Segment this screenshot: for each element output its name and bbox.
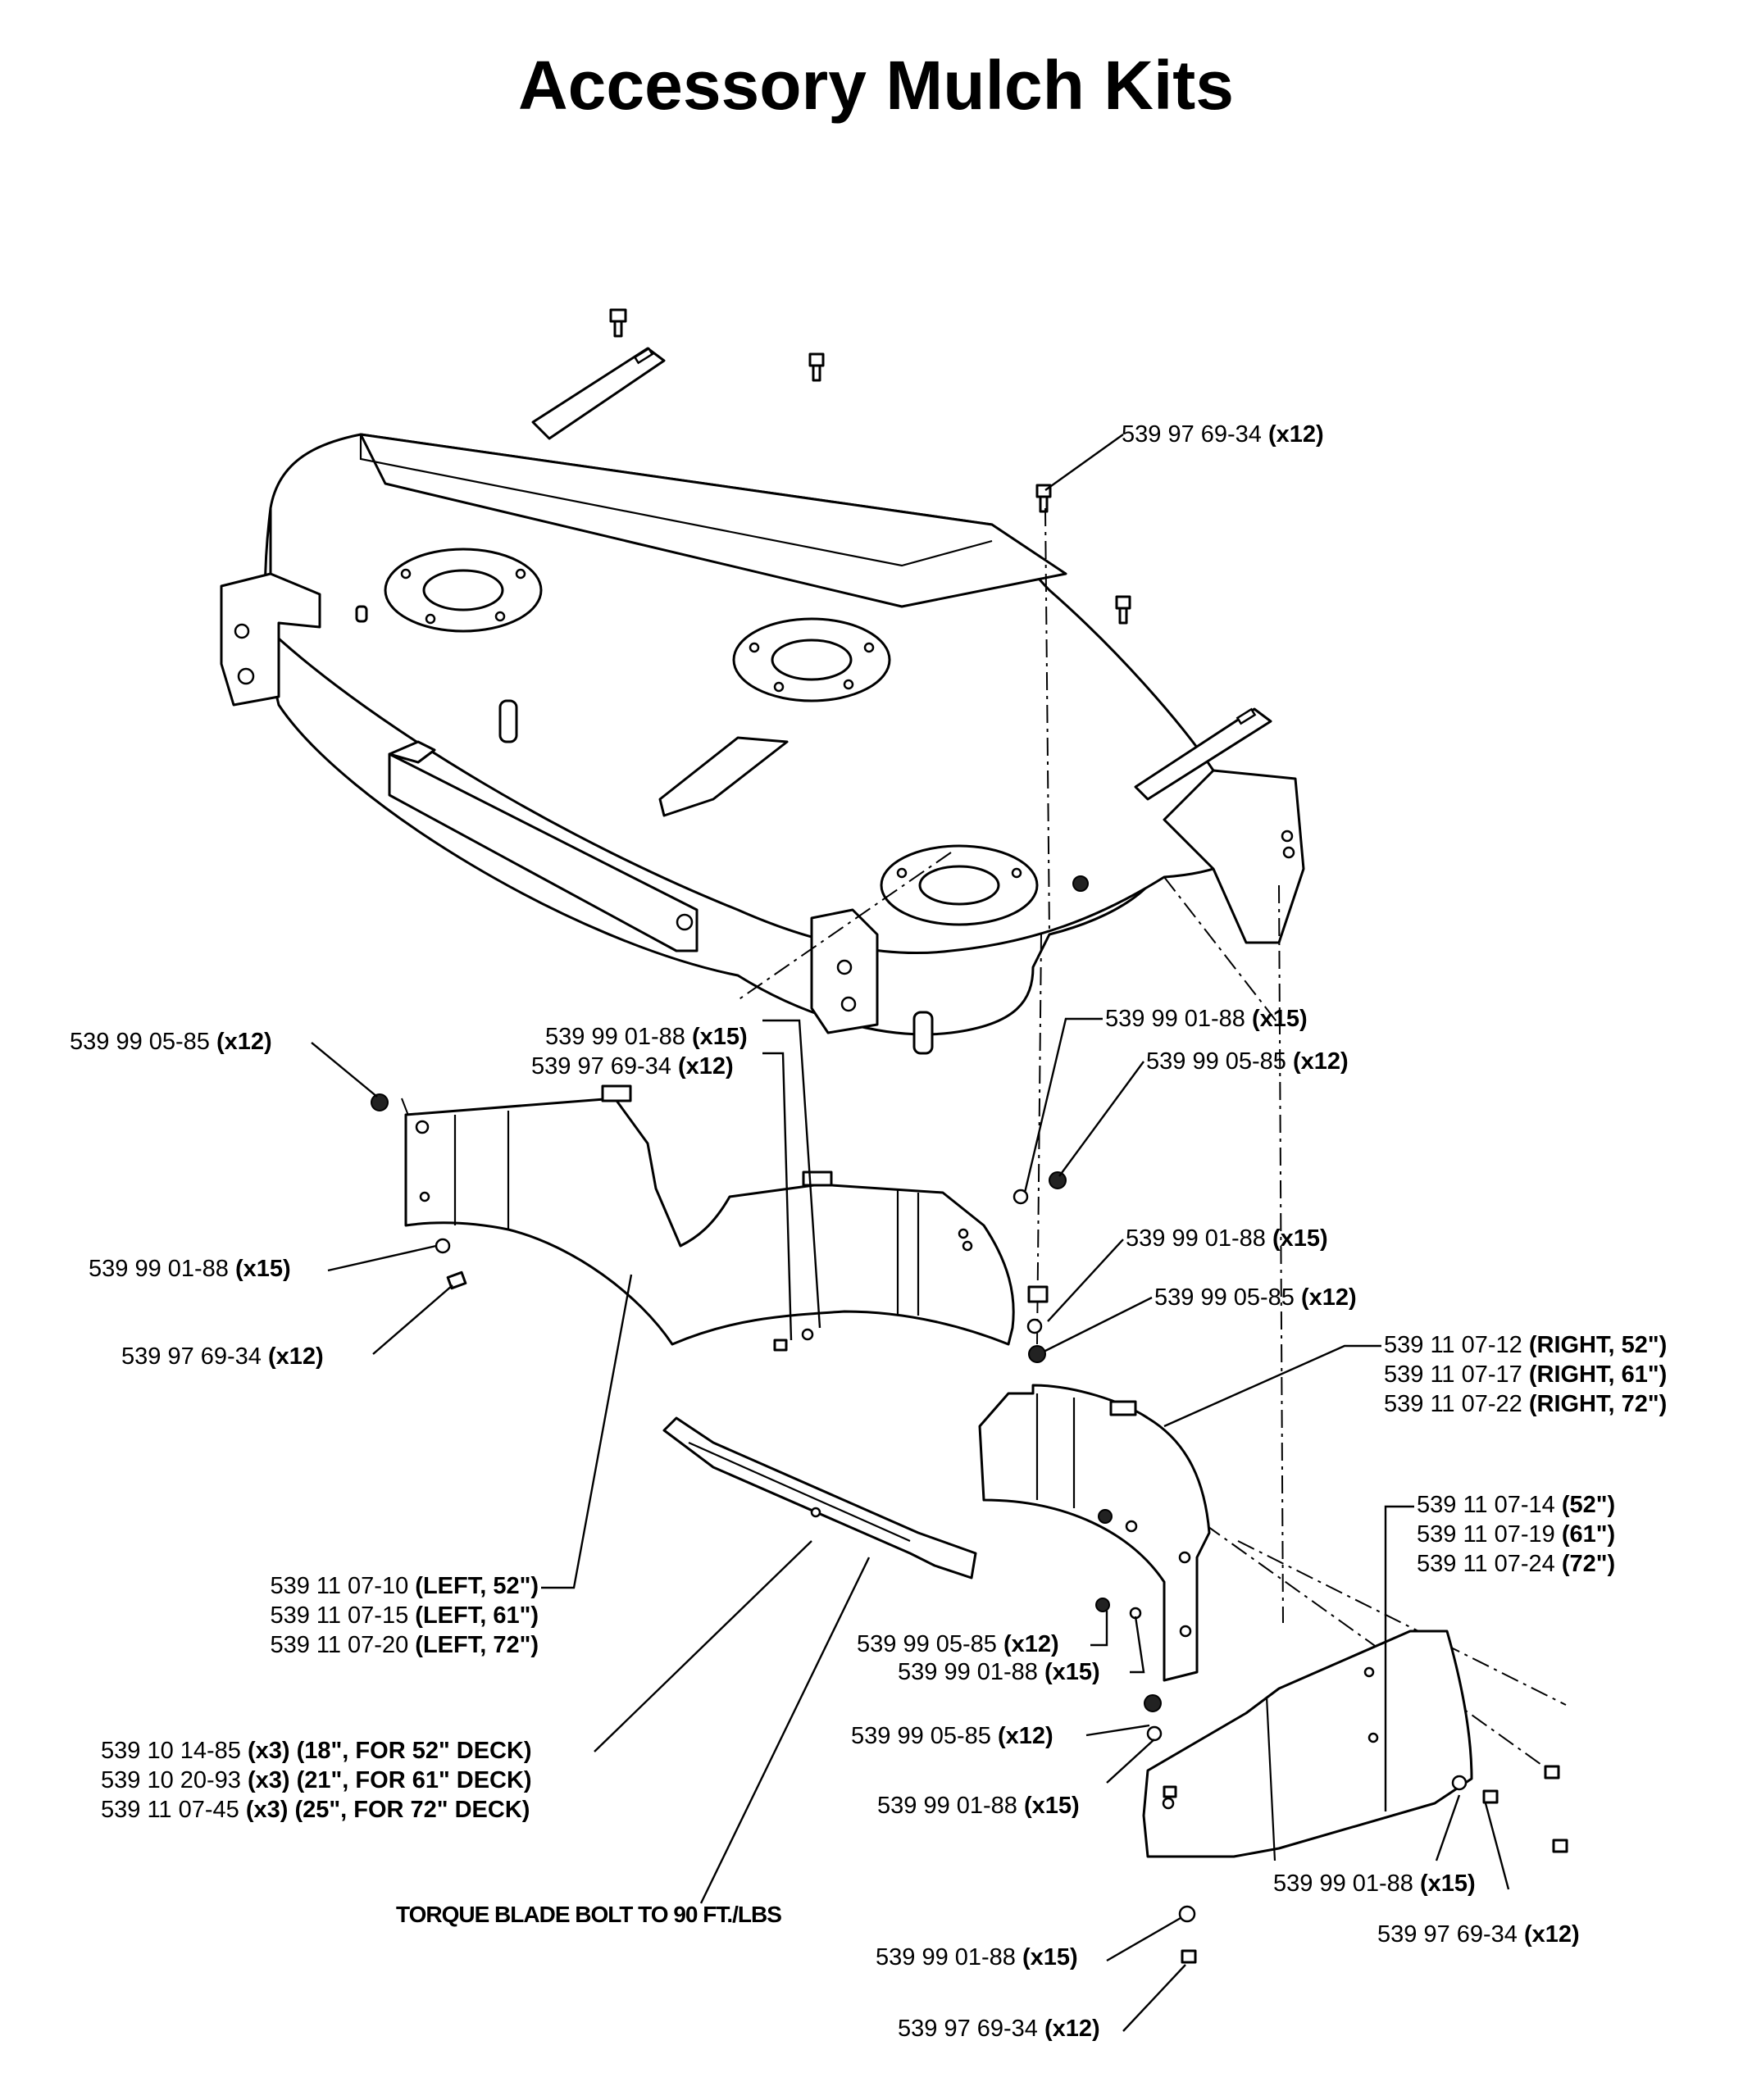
left-mulch-baffle [404,1084,1015,1346]
washer-icon [435,1238,451,1254]
callout-nut: 539 99 05-85 (x12) [1154,1284,1357,1311]
callout-washer: 539 99 01-88 (x15) [89,1256,291,1282]
mulch-end-plate [1142,1630,1473,1861]
callout-bolt: 539 97 69-34 (x12) [531,1053,734,1080]
torque-note: TORQUE BLADE BOLT TO 90 FT./LBS [396,1902,782,1927]
callout-blades: 539 10 14-85 (x3) (18", FOR 52" DECK) 53… [101,1738,532,1823]
callout-bolt: 539 97 69-34 (x12) [1377,1921,1580,1948]
page-title: Accessory Mulch Kits [518,47,1234,124]
nut-icon [371,1093,389,1111]
nut-icon [1028,1345,1046,1363]
bolt-icon [609,308,627,338]
callout-washer: 539 99 01-88 (x15) [1273,1870,1476,1897]
bolt-icon [1115,595,1131,625]
callout-nut: 539 99 05-85 (x12) [1146,1048,1349,1075]
callout-right-baffle: 539 11 07-12 (RIGHT, 52") 539 11 07-17 (… [1384,1332,1668,1417]
nut-icon [1049,1171,1067,1189]
callout-left-baffle: 539 11 07-10 (LEFT, 52") 539 11 07-15 (L… [270,1573,539,1658]
callout-nut: 539 99 05-85 (x12) [857,1631,1059,1657]
leader-lines [311,434,1510,2032]
mulching-blade [662,1416,977,1580]
assembly-centerlines [401,507,1567,1771]
callout-nut: 539 99 05-85 (x12) [851,1723,1053,1749]
nut-icon [1144,1694,1162,1712]
bolt-icon [808,352,825,382]
callout-nut: 539 99 05-85 (x12) [70,1029,272,1055]
callout-washer: 539 99 01-88 (x15) [877,1793,1080,1819]
washer-icon [1451,1775,1468,1791]
callout-washer: 539 99 01-88 (x15) [898,1659,1100,1685]
callout-end-plate: 539 11 07-14 (52") 539 11 07-19 (61") 53… [1417,1492,1616,1577]
callout-washer: 539 99 01-88 (x15) [545,1024,748,1050]
callout-bolt: 539 97 69-34 (x12) [1122,421,1324,448]
washer-icon [1178,1905,1196,1923]
callout-washer: 539 99 01-88 (x15) [876,1944,1078,1970]
washer-icon [801,1328,814,1341]
mower-deck [220,308,1305,1055]
hardware [371,1093,1568,1964]
right-mulch-baffle [978,1285,1211,1682]
callout-washer: 539 99 01-88 (x15) [1105,1006,1308,1032]
callout-washer: 539 99 01-88 (x15) [1126,1225,1328,1252]
callout-bolt: 539 97 69-34 (x12) [121,1343,324,1370]
washer-icon [1013,1189,1029,1205]
washer-icon [1026,1318,1043,1334]
washer-icon [1146,1725,1163,1742]
callout-bolt: 539 97 69-34 (x12) [898,2016,1100,2042]
